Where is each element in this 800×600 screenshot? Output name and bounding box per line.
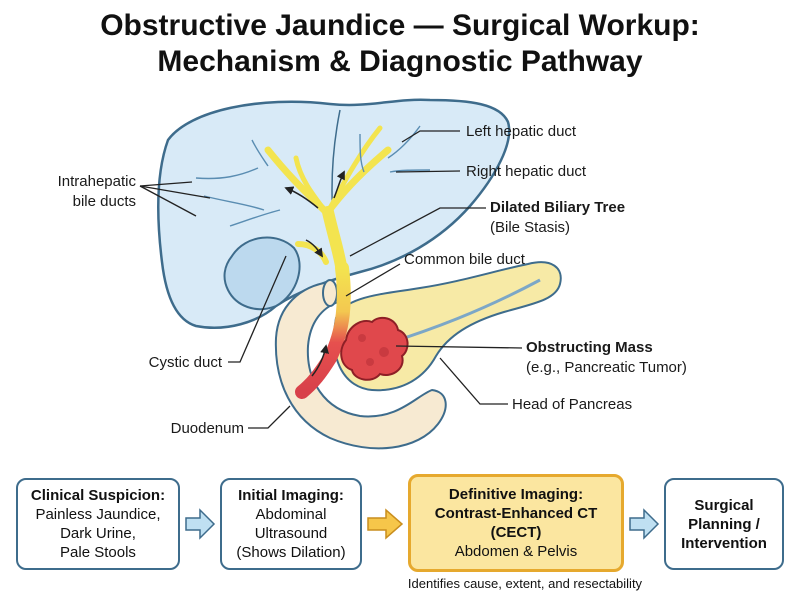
step-heading: Clinical Suspicion:: [30, 487, 166, 504]
label-intrahepatic-1: Intrahepatic: [58, 173, 137, 190]
pathway-step-surgical-planning: Surgical Planning / Intervention: [664, 478, 784, 570]
leader-lines: [139, 130, 523, 429]
pathway-arrow-3: [629, 508, 660, 540]
step-line: Dark Urine,: [60, 525, 136, 542]
step-line: Abdomen & Pelvis: [454, 543, 578, 560]
label-pancreatic-tumor: (e.g., Pancreatic Tumor): [526, 359, 687, 376]
duodenum-opening: [322, 279, 338, 307]
label-intrahepatic-2: bile ducts: [73, 193, 136, 210]
step-heading: Surgical: [694, 496, 754, 514]
mass-nodule: [358, 334, 366, 342]
duodenum-shape: [274, 280, 447, 450]
step-heading-3: (CECT): [490, 524, 542, 541]
label-obstructing-mass: Obstructing Mass: [526, 339, 653, 356]
step-line: Pale Stools: [60, 544, 136, 561]
mass-nodule: [366, 358, 374, 366]
title-line-2: Mechanism & Diagnostic Pathway: [157, 45, 643, 78]
step-heading: Definitive Imaging:: [448, 486, 584, 503]
diagram-title: Obstructive Jaundice — Surgical Workup: …: [0, 8, 800, 80]
step-heading-2: Contrast-Enhanced CT: [434, 505, 598, 522]
pathway-step-initial-imaging: Initial Imaging: Abdominal Ultrasound (S…: [220, 478, 362, 570]
pathway-step-clinical-suspicion: Clinical Suspicion: Painless Jaundice, D…: [16, 478, 180, 570]
pathway-arrow-1: [185, 508, 216, 540]
step-line: (Shows Dilation): [236, 544, 346, 561]
label-common-bile-duct: Common bile duct: [404, 251, 526, 268]
step-heading-3: Intervention: [681, 534, 767, 552]
pathway-step-definitive-imaging: Definitive Imaging: Contrast-Enhanced CT…: [408, 474, 624, 572]
step-line: Abdominal: [255, 506, 327, 523]
label-duodenum: Duodenum: [171, 420, 244, 437]
step-heading: Initial Imaging:: [238, 487, 344, 504]
mass-nodule: [379, 347, 389, 357]
label-cystic-duct: Cystic duct: [149, 354, 223, 371]
definitive-imaging-caption: Identifies cause, extent, and resectabil…: [407, 576, 643, 591]
label-left-hepatic-duct: Left hepatic duct: [466, 123, 577, 140]
step-line: Painless Jaundice,: [35, 506, 161, 523]
label-right-hepatic-duct: Right hepatic duct: [466, 163, 587, 180]
obstructing-mass: [340, 316, 409, 381]
title-line-1: Obstructive Jaundice — Surgical Workup:: [100, 9, 700, 42]
gallbladder-shape: [223, 236, 301, 311]
step-heading-2: Planning /: [688, 515, 760, 533]
pathway-arrow-2: [367, 508, 404, 540]
step-line: Ultrasound: [254, 525, 328, 542]
label-dilated-biliary-tree: Dilated Biliary Tree: [490, 199, 625, 216]
label-head-of-pancreas: Head of Pancreas: [512, 396, 632, 413]
label-bile-stasis: (Bile Stasis): [490, 219, 570, 236]
common-bile-duct: [295, 261, 351, 399]
bile-flow-arrows: [284, 170, 345, 377]
